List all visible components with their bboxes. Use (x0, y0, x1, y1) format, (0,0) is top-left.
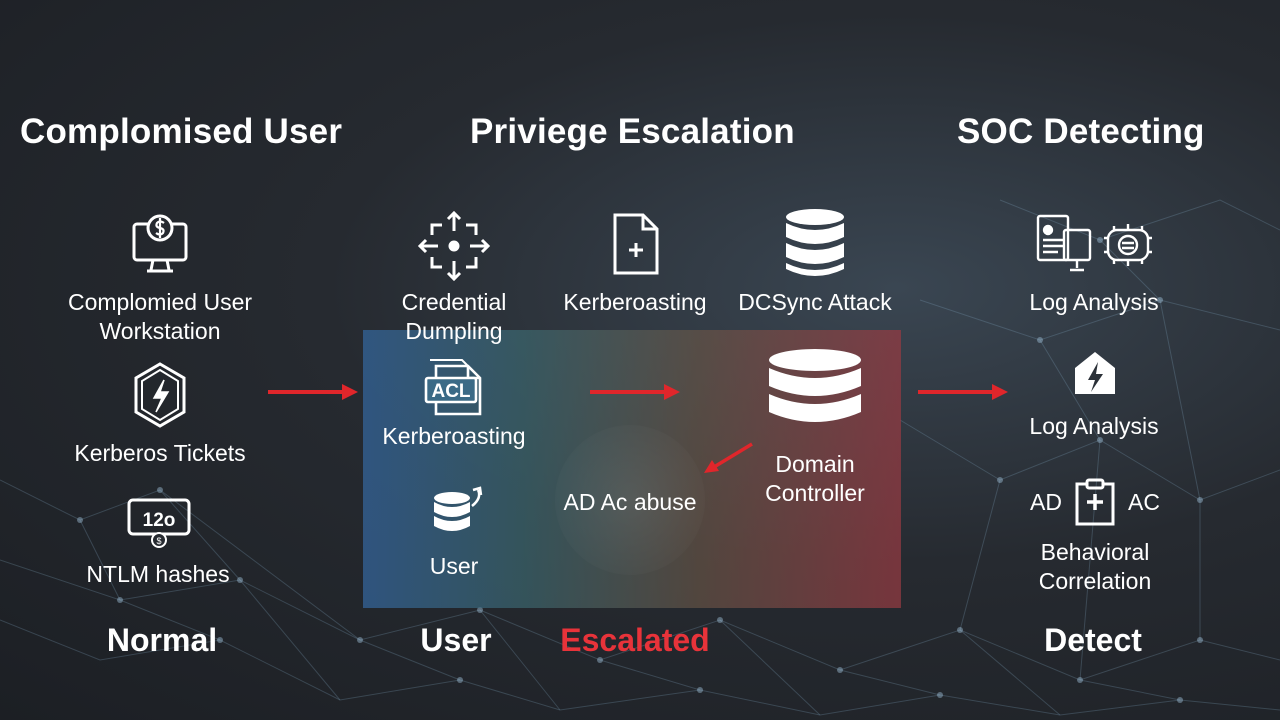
user-database-icon (430, 486, 486, 538)
log-analysis-label-1: Log Analysis (1029, 289, 1159, 315)
kerberoasting-panel-label: Kerberoasting (382, 423, 526, 449)
domain-controller-database-icon (767, 348, 863, 434)
svg-text:$: $ (156, 536, 161, 546)
arrow-acl-to-dc (590, 384, 680, 400)
target-arrows-icon (418, 211, 490, 281)
database-icon (784, 207, 846, 279)
acl-document-icon: ACL (422, 356, 486, 418)
escalated-status: Escalated (560, 622, 710, 658)
arrow-left-to-middle (268, 384, 358, 400)
left-column-title: Complomised User (20, 112, 343, 151)
behavioral-correlation-label: Behavioral Correlation (1038, 539, 1152, 594)
kerberos-tickets-label: Kerberos Tickets (74, 440, 246, 466)
svg-text:12o: 12o (143, 510, 176, 531)
user-status: User (420, 622, 492, 658)
lightning-hexagon-icon (130, 360, 190, 432)
ad-text: AD (1030, 489, 1062, 515)
hash-card-icon: 12o $ (125, 492, 193, 550)
svg-text:ACL: ACL (431, 381, 470, 402)
monitor-dollar-icon (131, 210, 189, 276)
user-panel-label: User (429, 553, 479, 579)
domain-controller-label: Domain Controller (765, 451, 865, 506)
ad-abuse-glow (555, 425, 705, 575)
detect-status: Detect (1044, 622, 1142, 658)
arrow-middle-to-right (918, 384, 1008, 400)
arrow-dc-to-abuse (704, 442, 753, 473)
kerberoasting-top-label: Kerberoasting (563, 289, 707, 315)
workstation-label: Complomied User Workstation (67, 289, 253, 344)
credential-dumpling-label: Credential Dumpling (401, 289, 507, 344)
escalation-panel (363, 330, 901, 608)
shield-lightning-icon (1072, 350, 1118, 398)
log-analysis-label-2: Log Analysis (1029, 413, 1159, 439)
dcsync-attack-label: DCSync Attack (738, 289, 892, 315)
ntlm-hashes-label: NTLM hashes (86, 561, 230, 587)
document-plus-icon (611, 211, 661, 277)
dashboard-monitor-icon (1034, 212, 1154, 274)
normal-status: Normal (106, 622, 218, 658)
medical-clipboard-icon (1073, 478, 1117, 528)
ac-text: AC (1128, 489, 1160, 515)
middle-column-title: Priviege Escalation (470, 112, 795, 151)
right-column-title: SOC Detecting (957, 112, 1205, 151)
ad-abuse-label: AD Ac abuse (563, 489, 697, 515)
